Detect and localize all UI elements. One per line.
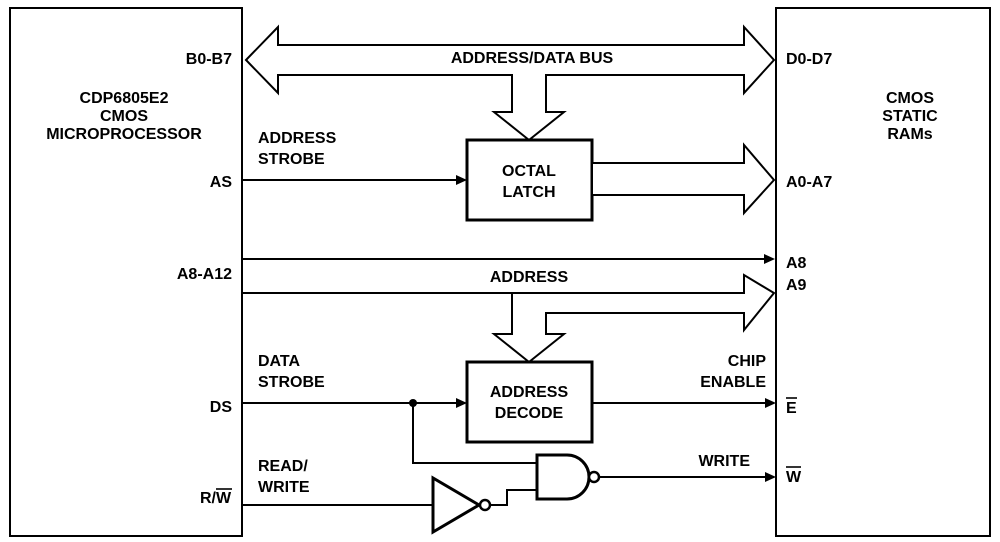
write-arrowhead bbox=[765, 472, 776, 482]
chip-enable-label-2: ENABLE bbox=[700, 374, 766, 391]
address-decode-block bbox=[465, 360, 594, 444]
pin-as: AS bbox=[210, 174, 233, 191]
pin-ds: DS bbox=[210, 399, 233, 416]
processor-title-line-1: CDP6805E2 bbox=[80, 90, 169, 107]
address-strobe-label-2: STROBE bbox=[258, 151, 325, 168]
pin-e-bar: E bbox=[786, 400, 797, 417]
data-strobe-label-1: DATA bbox=[258, 353, 301, 370]
write-label: WRITE bbox=[698, 453, 750, 470]
octal-latch-block bbox=[465, 138, 594, 222]
nand-gate bbox=[535, 453, 591, 501]
ram-title-line-2: STATIC bbox=[882, 108, 938, 125]
read-write-label-2: WRITE bbox=[258, 479, 310, 496]
address-data-bus-arrow bbox=[244, 24, 776, 142]
as-arrowhead bbox=[456, 175, 467, 185]
pin-a0-a7: A0-A7 bbox=[786, 174, 832, 191]
ram-title-line-3: RAMs bbox=[887, 126, 932, 143]
pin-w-bar: W bbox=[786, 469, 802, 486]
a0-a7-bus-arrow bbox=[591, 142, 776, 216]
chip-enable-arrowhead bbox=[765, 398, 776, 408]
data-strobe-label-2: STROBE bbox=[258, 374, 325, 391]
address-strobe-label-1: ADDRESS bbox=[258, 130, 337, 147]
a8-arrowhead bbox=[764, 254, 775, 264]
address-bus-label: ADDRESS bbox=[490, 269, 569, 286]
address-decode-label-2: DECODE bbox=[495, 405, 564, 422]
pin-d0-d7: D0-D7 bbox=[786, 51, 832, 68]
address-data-bus-label: ADDRESS/DATA BUS bbox=[451, 50, 614, 67]
pin-a9: A9 bbox=[786, 277, 807, 294]
microprocessor-block bbox=[9, 7, 243, 537]
ds-arrowhead bbox=[456, 398, 467, 408]
pin-a8: A8 bbox=[786, 255, 807, 272]
inverter-gate bbox=[431, 475, 482, 535]
inverter-to-nand-wire bbox=[490, 489, 537, 506]
chip-enable-label-1: CHIP bbox=[728, 353, 767, 370]
read-write-label-1: READ/ bbox=[258, 458, 308, 475]
pin-b0-b7: B0-B7 bbox=[186, 51, 232, 68]
processor-title-line-3: MICROPROCESSOR bbox=[46, 126, 202, 143]
pin-a8-a12: A8-A12 bbox=[177, 266, 232, 283]
ds-to-nand-wire bbox=[412, 403, 537, 464]
nand-bubble bbox=[587, 470, 601, 484]
pin-rw-prefix: R/ bbox=[200, 490, 217, 507]
address-bus-arrow bbox=[491, 273, 776, 364]
address-decode-label-1: ADDRESS bbox=[490, 384, 569, 401]
octal-latch-label-1: OCTAL bbox=[502, 163, 556, 180]
processor-title-line-2: CMOS bbox=[100, 108, 148, 125]
ram-title-line-1: CMOS bbox=[886, 90, 934, 107]
pin-rw-bar-text: W bbox=[216, 490, 232, 507]
octal-latch-label-2: LATCH bbox=[502, 184, 555, 201]
inverter-bubble bbox=[478, 498, 492, 512]
static-ram-block bbox=[775, 7, 991, 537]
